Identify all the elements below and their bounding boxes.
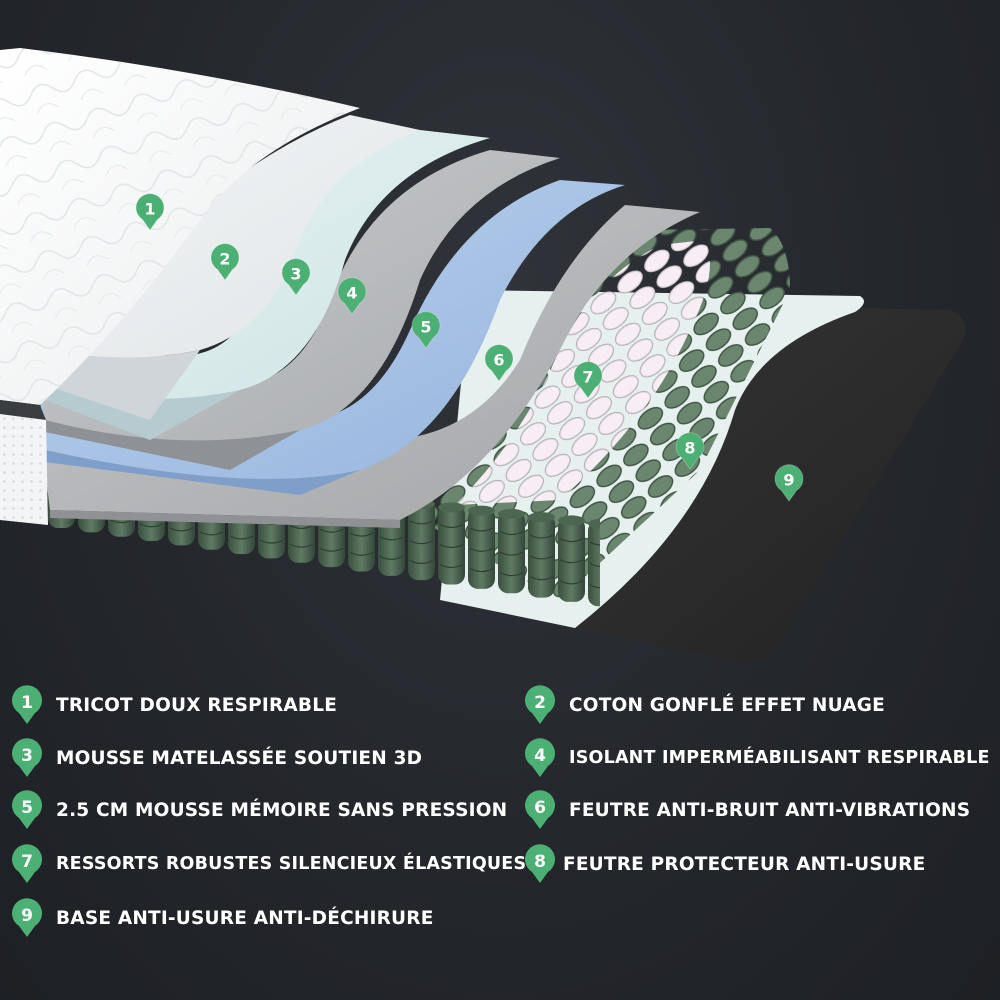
- marker-pin-icon: 8: [525, 844, 555, 883]
- legend-item-9: 9 BASE ANTI-USURE ANTI-DÉCHIRURE: [10, 898, 434, 938]
- svg-text:1: 1: [21, 693, 33, 713]
- legend-item-8: 8 FEUTRE PROTECTEUR ANTI-USURE: [523, 844, 925, 884]
- marker-pin-icon: 3: [12, 738, 43, 777]
- svg-text:6: 6: [493, 351, 504, 370]
- legend-item-1: 1 TRICOT DOUX RESPIRABLE: [10, 685, 337, 725]
- legend-item-6: 6 FEUTRE ANTI-BRUIT ANTI-VIBRATIONS: [523, 790, 970, 830]
- legend-label-7: RESSORTS ROBUSTES SILENCIEUX ÉLASTIQUES: [56, 854, 527, 874]
- layer-marker-6: 6: [484, 344, 514, 382]
- svg-text:7: 7: [582, 368, 593, 387]
- legend-label-9: BASE ANTI-USURE ANTI-DÉCHIRURE: [56, 907, 434, 929]
- layer-3d-foam: [40, 130, 490, 399]
- legend-item-4: 4 ISOLANT IMPERMÉABILISANT RESPIRABLE: [523, 738, 990, 778]
- legend-item-5: 5 2.5 CM MOUSSE MÉMOIRE SANS PRESSION: [10, 790, 507, 830]
- layer-marker-7: 7: [573, 361, 603, 399]
- pocket-spring: [498, 508, 525, 594]
- layer-insulation: [40, 150, 560, 441]
- svg-text:8: 8: [684, 439, 695, 458]
- marker-pin-icon: 7: [12, 844, 43, 883]
- legend-label-2: COTON GONFLÉ EFFET NUAGE: [569, 694, 885, 716]
- layer-memory-foam: [40, 180, 625, 479]
- layer-marker-8: 8: [675, 432, 705, 470]
- layer-marker-3: 3: [281, 258, 311, 296]
- pocket-spring: [438, 502, 465, 585]
- svg-text:4: 4: [534, 746, 546, 766]
- legend-label-3: MOUSSE MATELASSÉE SOUTIEN 3D: [56, 747, 423, 769]
- marker-pin-icon: 1: [12, 685, 43, 724]
- layer-marker-5: 5: [411, 311, 441, 349]
- layer-marker-4: 4: [337, 277, 367, 315]
- svg-text:6: 6: [534, 798, 546, 818]
- marker-pin-icon: 9: [12, 898, 43, 937]
- legend-label-1: TRICOT DOUX RESPIRABLE: [56, 694, 338, 716]
- legend-item-2: 2 COTON GONFLÉ EFFET NUAGE: [523, 685, 885, 725]
- layer-legend: 1 TRICOT DOUX RESPIRABLE 2 COTON GONFLÉ …: [0, 680, 1000, 1000]
- pocket-spring: [468, 505, 495, 589]
- layer-marker-9: 9: [774, 464, 804, 502]
- marker-pin-icon: 2: [525, 685, 555, 724]
- svg-text:4: 4: [346, 284, 357, 303]
- legend-label-8: FEUTRE PROTECTEUR ANTI-USURE: [563, 853, 926, 875]
- svg-text:5: 5: [21, 798, 33, 818]
- svg-text:7: 7: [21, 852, 33, 872]
- svg-text:2: 2: [219, 250, 230, 269]
- pocket-spring: [588, 518, 600, 607]
- legend-label-4: ISOLANT IMPERMÉABILISANT RESPIRABLE: [569, 748, 990, 768]
- svg-text:3: 3: [290, 265, 301, 284]
- pocket-spring: [528, 512, 555, 598]
- svg-text:2: 2: [534, 693, 546, 713]
- legend-item-3: 3 MOUSSE MATELASSÉE SOUTIEN 3D: [10, 738, 422, 778]
- marker-pin-icon: 6: [525, 790, 555, 829]
- svg-text:8: 8: [534, 852, 546, 872]
- legend-label-5: 2.5 CM MOUSSE MÉMOIRE SANS PRESSION: [56, 799, 508, 821]
- pocket-spring: [558, 515, 585, 602]
- svg-text:9: 9: [21, 906, 33, 926]
- svg-text:3: 3: [21, 746, 33, 766]
- marker-pin-icon: 5: [12, 790, 43, 829]
- svg-text:5: 5: [420, 318, 431, 337]
- legend-item-7: 7 RESSORTS ROBUSTES SILENCIEUX ÉLASTIQUE…: [10, 844, 526, 884]
- layer-marker-2: 2: [210, 243, 240, 281]
- layer-marker-1: 1: [135, 193, 165, 231]
- svg-text:1: 1: [144, 200, 155, 219]
- legend-label-6: FEUTRE ANTI-BRUIT ANTI-VIBRATIONS: [569, 799, 971, 821]
- marker-pin-icon: 4: [525, 738, 555, 777]
- mattress-layers-illustration: 1 2 3 4 5 6 7 8 9: [0, 48, 966, 663]
- svg-text:9: 9: [783, 471, 794, 490]
